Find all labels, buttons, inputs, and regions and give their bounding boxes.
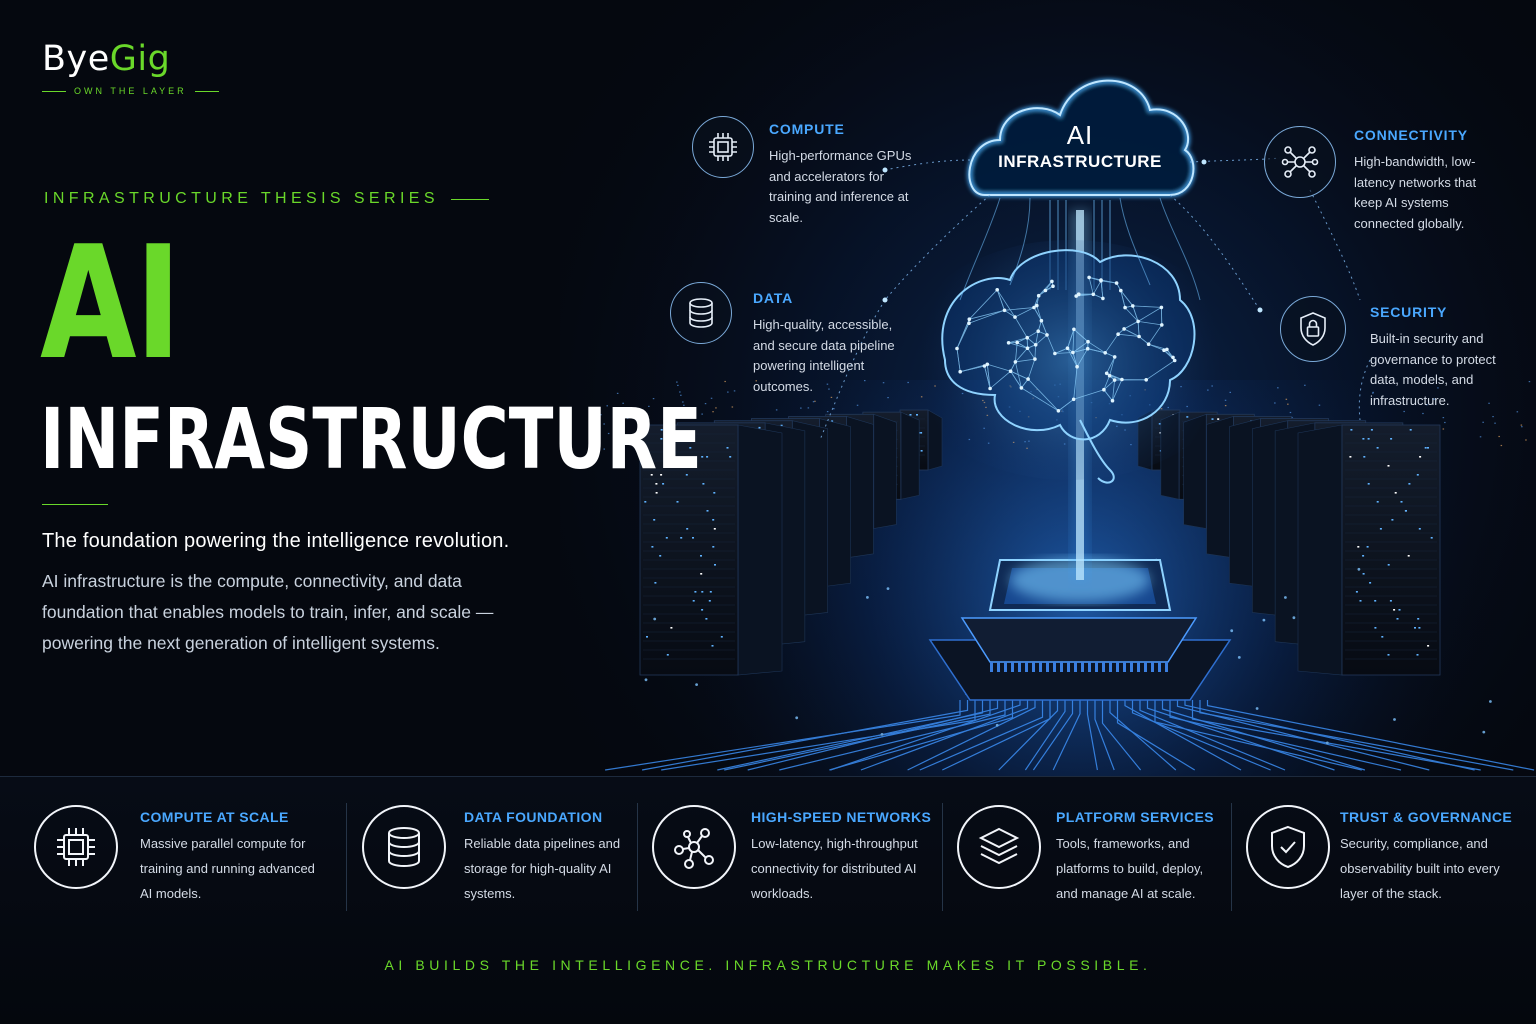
database-icon [670,282,732,344]
logo-line-right [194,90,219,92]
database-icon [362,805,446,889]
cloud-label-ai: AI [1066,120,1094,150]
logo-line-left [42,90,66,92]
pillar-desc-trust: Security, compliance, and observability … [1340,836,1500,901]
pillar-divider [1231,803,1232,911]
pillar-title-data: DATA FOUNDATION [464,809,603,825]
feature-compute-desc: High-performance GPUs and accelerators f… [769,148,912,225]
feature-compute: COMPUTE High-performance GPUs and accele… [769,121,919,228]
logo-wordmark: ByeGig [42,38,232,80]
logo-tagline-row: OWN THE LAYER [42,86,232,96]
pillar-title-platform: PLATFORM SERVICES [1056,809,1214,825]
lock-shield-icon [1280,296,1346,362]
feature-data-desc: High-quality, accessible, and secure dat… [753,317,895,394]
network-icon [652,805,736,889]
pillar-desc-compute: Massive parallel compute for training an… [140,836,315,901]
feature-security: SECURITY Built-in security and governanc… [1370,304,1520,411]
footer-tagline: AI BUILDS THE INTELLIGENCE. INFRASTRUCTU… [384,957,1152,973]
pillar-desc-networks: Low-latency, high-throughput connectivit… [751,836,918,901]
pillar-divider [637,803,638,911]
feature-data: DATA High-quality, accessible, and secur… [753,290,913,397]
cloud-label-infrastructure: INFRASTRUCTURE [998,152,1162,171]
feature-security-title: SECURITY [1370,304,1448,320]
feature-connectivity-desc: High-bandwidth, low-latency networks tha… [1354,154,1477,231]
pillar-title-networks: HIGH-SPEED NETWORKS [751,809,932,825]
series-line [450,198,489,200]
feature-data-title: DATA [753,290,794,306]
pillar-desc-platform: Tools, frameworks, and platforms to buil… [1056,836,1204,901]
network-hub-icon [1264,126,1336,198]
pillar-desc-data: Reliable data pipelines and storage for … [464,836,621,901]
shield-check-icon [1246,805,1330,889]
pillars-panel: COMPUTE AT SCALE Massive parallel comput… [0,776,1536,1024]
hero-title-ai: AI [40,212,181,394]
logo-bye: Bye [42,39,110,79]
logo-gig: Gig [109,39,171,79]
feature-security-desc: Built-in security and governance to prot… [1370,331,1496,408]
hero-subtitle: The foundation powering the intelligence… [42,530,510,552]
chip-icon [34,805,118,889]
hero-title-infrastructure: INFRASTRUCTURE [40,390,702,488]
pillar-divider [942,803,943,911]
pillar-title-compute: COMPUTE AT SCALE [140,809,289,825]
feature-compute-title: COMPUTE [769,121,845,137]
hero-body: AI infrastructure is the compute, connec… [42,571,494,653]
series-text: INFRASTRUCTURE THESIS SERIES [44,190,439,207]
chip-icon [692,116,754,178]
pillar-divider [346,803,347,911]
feature-connectivity-title: CONNECTIVITY [1354,127,1468,143]
hero-divider [42,504,108,505]
pillar-title-trust: TRUST & GOVERNANCE [1340,809,1513,825]
layers-icon [957,805,1041,889]
cloud-label: AI INFRASTRUCTURE [972,118,1188,172]
feature-connectivity: CONNECTIVITY High-bandwidth, low-latency… [1354,127,1504,234]
brand-logo: ByeGig OWN THE LAYER [42,38,232,96]
series-label: INFRASTRUCTURE THESIS SERIES [44,190,489,208]
logo-tagline: OWN THE LAYER [74,86,187,96]
